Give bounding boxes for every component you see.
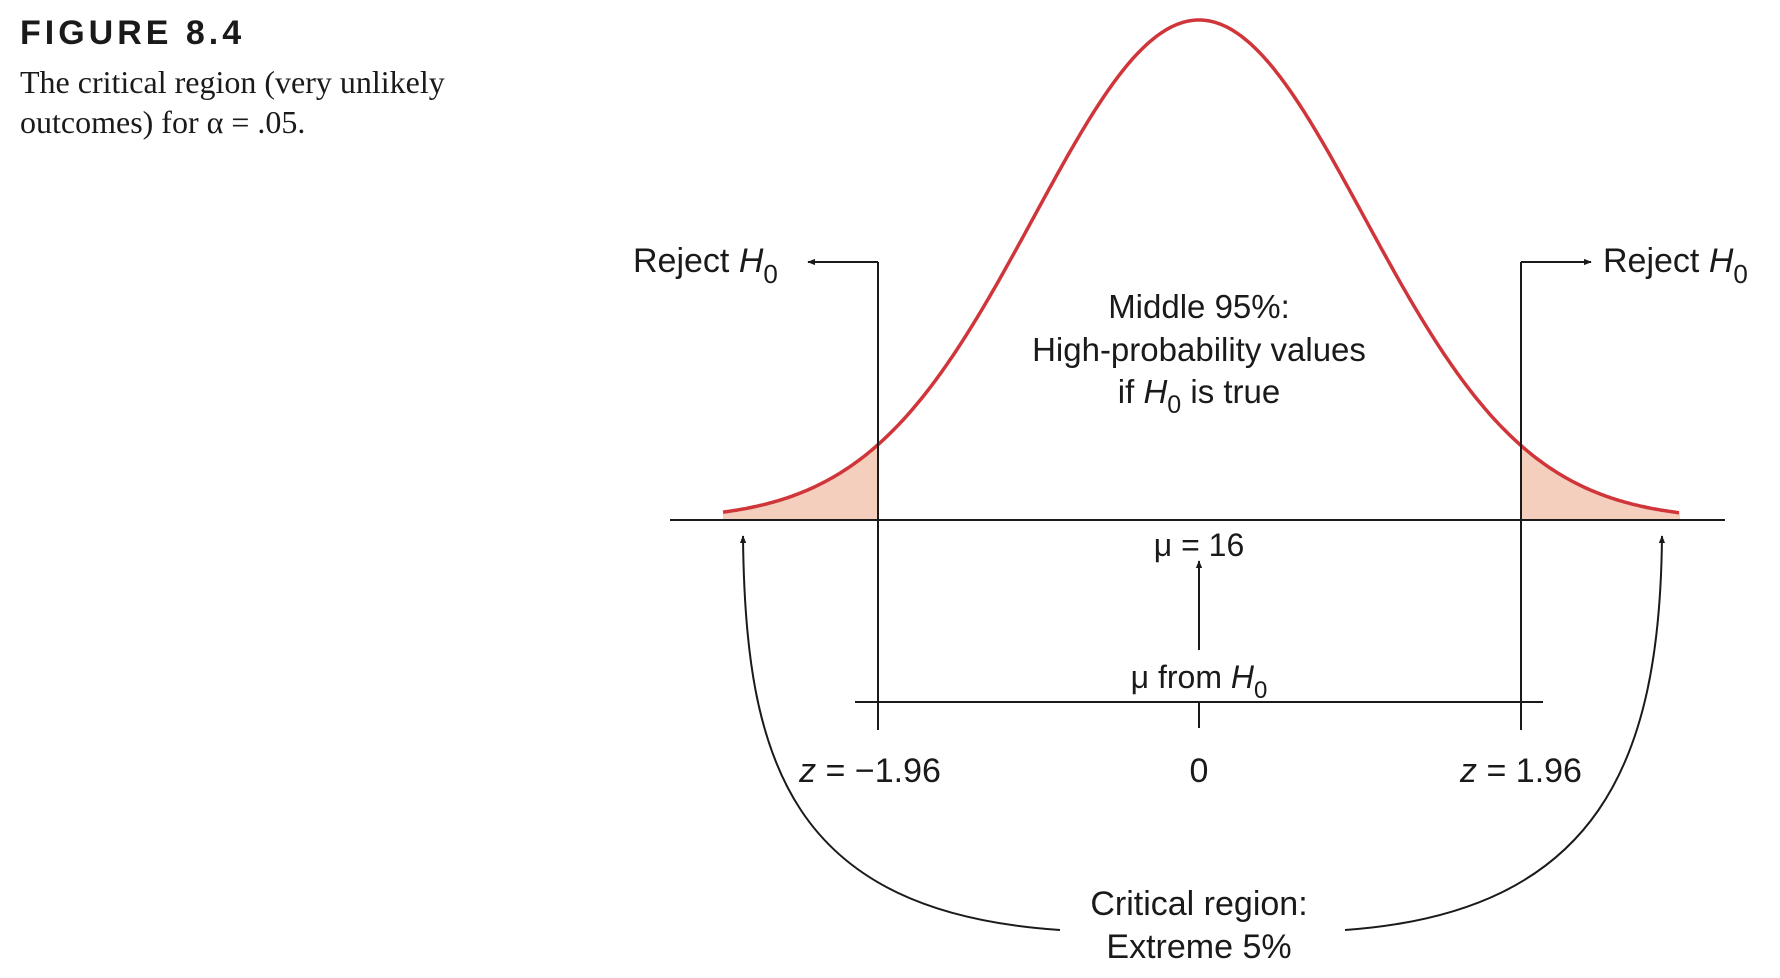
middle-region-line3: if H0 is true	[1118, 373, 1280, 419]
z-right-label: z = 1.96	[1459, 752, 1582, 790]
middle-region-line2: High-probability values	[1032, 331, 1366, 368]
normal-curve	[722, 18, 1680, 515]
mu-value-label: μ = 16	[1154, 527, 1245, 563]
z-left-label: z = −1.96	[798, 752, 941, 790]
reject-right-label: Reject H0	[1603, 242, 1748, 289]
reject-left-label: Reject H0	[633, 242, 778, 289]
critical-region-line2: Extreme 5%	[1106, 928, 1291, 966]
critical-region-line1: Critical region:	[1090, 885, 1307, 923]
critical-region-left-arc	[739, 535, 1061, 931]
figure-label: FIGURE 8.4	[20, 14, 246, 52]
right-critical-region	[1521, 445, 1680, 520]
left-critical-region	[723, 444, 878, 520]
figure-caption: The critical region (very unlikely outco…	[20, 64, 445, 140]
critical-region-right-arc	[1344, 535, 1666, 931]
mu-from-h0-label: μ from H0	[1131, 659, 1268, 704]
middle-region-line1: Middle 95%:	[1108, 288, 1290, 325]
z-center-label: 0	[1190, 752, 1209, 790]
